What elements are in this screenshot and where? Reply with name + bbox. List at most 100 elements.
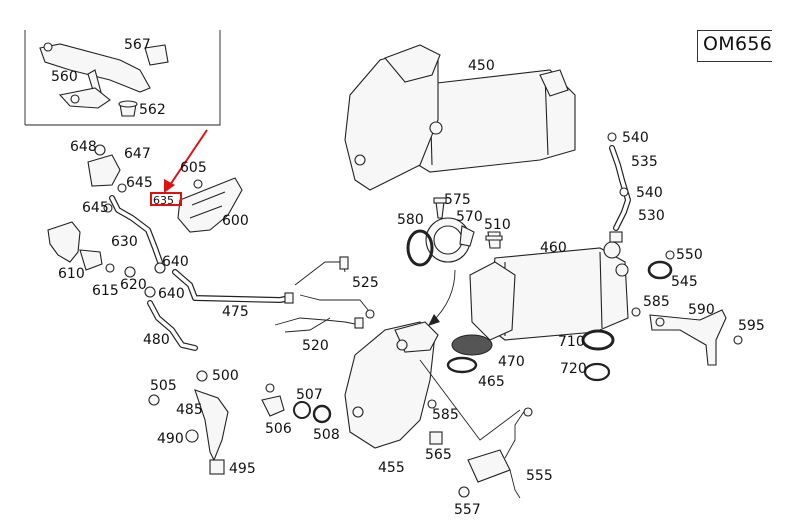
clamp-570 bbox=[425, 217, 475, 263]
rubber-mount-562 bbox=[118, 100, 138, 117]
particulate-filter-460 bbox=[469, 241, 629, 341]
particulate-filter-450 bbox=[344, 44, 576, 191]
ring-507 bbox=[293, 401, 311, 419]
label-710: 710 bbox=[558, 334, 585, 350]
label-630: 630 bbox=[111, 234, 138, 250]
bracket-510 bbox=[485, 231, 503, 249]
leader-455-555 bbox=[419, 359, 521, 441]
sensor-line-525 bbox=[294, 261, 343, 286]
clip-640a bbox=[154, 262, 166, 274]
bracket-610 bbox=[47, 221, 103, 271]
label-535: 535 bbox=[631, 154, 658, 170]
clip-490 bbox=[185, 429, 199, 443]
clamp-545 bbox=[647, 260, 673, 280]
label-620: 620 bbox=[120, 277, 147, 293]
label-495: 495 bbox=[229, 461, 256, 477]
clamp-508 bbox=[312, 404, 332, 424]
label-540b: 540 bbox=[636, 185, 663, 201]
label-557: 557 bbox=[454, 502, 481, 518]
label-580: 580 bbox=[397, 212, 424, 228]
bracket-assembly-560 bbox=[39, 42, 169, 109]
sensor-line-520 bbox=[274, 317, 361, 326]
label-615: 615 bbox=[92, 283, 119, 299]
label-585b: 585 bbox=[432, 407, 459, 423]
label-565: 565 bbox=[425, 447, 452, 463]
label-465: 465 bbox=[478, 374, 505, 390]
engine-code-box bbox=[697, 30, 772, 62]
heat-shield-600 bbox=[177, 177, 243, 233]
label-647: 647 bbox=[124, 146, 151, 162]
bolt-605 bbox=[193, 179, 203, 189]
label-610: 610 bbox=[58, 266, 85, 282]
label-470: 470 bbox=[498, 354, 525, 370]
label-635: 635 bbox=[153, 194, 174, 207]
label-520: 520 bbox=[302, 338, 329, 354]
label-450: 450 bbox=[468, 58, 495, 74]
label-508: 508 bbox=[313, 427, 340, 443]
inset-frame bbox=[24, 30, 221, 126]
flow-arrow bbox=[431, 269, 456, 323]
label-540a: 540 bbox=[622, 130, 649, 146]
label-562: 562 bbox=[139, 102, 166, 118]
nut-500 bbox=[196, 370, 208, 382]
bolt-585b bbox=[427, 399, 437, 409]
label-550: 550 bbox=[676, 247, 703, 263]
label-560: 560 bbox=[51, 69, 78, 85]
bolt-505 bbox=[148, 394, 160, 406]
label-645b: 645 bbox=[82, 200, 109, 216]
bracket-565 bbox=[429, 431, 443, 445]
bolt-615 bbox=[105, 263, 115, 273]
clip-640b bbox=[144, 286, 156, 298]
label-506: 506 bbox=[265, 421, 292, 437]
label-485: 485 bbox=[176, 402, 203, 418]
sensor-module-555 bbox=[467, 407, 533, 499]
label-648: 648 bbox=[70, 139, 97, 155]
label-475: 475 bbox=[222, 304, 249, 320]
label-507: 507 bbox=[296, 387, 323, 403]
nut-620 bbox=[124, 266, 136, 278]
bracket-590 bbox=[649, 309, 727, 366]
label-505: 505 bbox=[150, 378, 177, 394]
flow-arrow-head bbox=[428, 314, 440, 326]
valve-647 bbox=[87, 144, 121, 187]
label-567: 567 bbox=[124, 37, 151, 53]
label-510: 510 bbox=[484, 217, 511, 233]
label-545: 545 bbox=[671, 274, 698, 290]
gasket-470 bbox=[451, 334, 493, 356]
label-585a: 585 bbox=[643, 294, 670, 310]
fitting-530 bbox=[609, 231, 623, 243]
highlight-arrow-head bbox=[164, 179, 175, 193]
label-600: 600 bbox=[222, 213, 249, 229]
label-490: 490 bbox=[157, 431, 184, 447]
label-455: 455 bbox=[378, 460, 405, 476]
engine-code-label: OM656 bbox=[703, 33, 773, 55]
label-640a: 640 bbox=[162, 254, 189, 270]
label-590: 590 bbox=[688, 302, 715, 318]
label-595: 595 bbox=[738, 318, 765, 334]
label-575: 575 bbox=[444, 192, 471, 208]
label-530: 530 bbox=[638, 208, 665, 224]
label-555: 555 bbox=[526, 468, 553, 484]
seal-ring-580 bbox=[406, 229, 434, 267]
nut-540b bbox=[619, 187, 629, 197]
bolt-585a bbox=[631, 307, 641, 317]
label-605: 605 bbox=[180, 160, 207, 176]
ring-720 bbox=[583, 362, 611, 382]
bolt-550 bbox=[665, 250, 675, 260]
mount-495 bbox=[209, 459, 225, 475]
catalytic-converter-455 bbox=[344, 321, 439, 449]
highlight-box-635 bbox=[150, 192, 182, 206]
clip-645a bbox=[117, 183, 127, 193]
bolt-557 bbox=[458, 486, 470, 498]
label-480: 480 bbox=[143, 332, 170, 348]
label-525: 525 bbox=[352, 275, 379, 291]
ring-465 bbox=[446, 356, 478, 374]
bolt-575 bbox=[433, 197, 447, 219]
label-570: 570 bbox=[456, 209, 483, 225]
label-645a: 645 bbox=[126, 175, 153, 191]
bolt-595 bbox=[733, 335, 743, 345]
nut-540a bbox=[607, 132, 617, 142]
label-720: 720 bbox=[560, 361, 587, 377]
label-640b: 640 bbox=[158, 286, 185, 302]
